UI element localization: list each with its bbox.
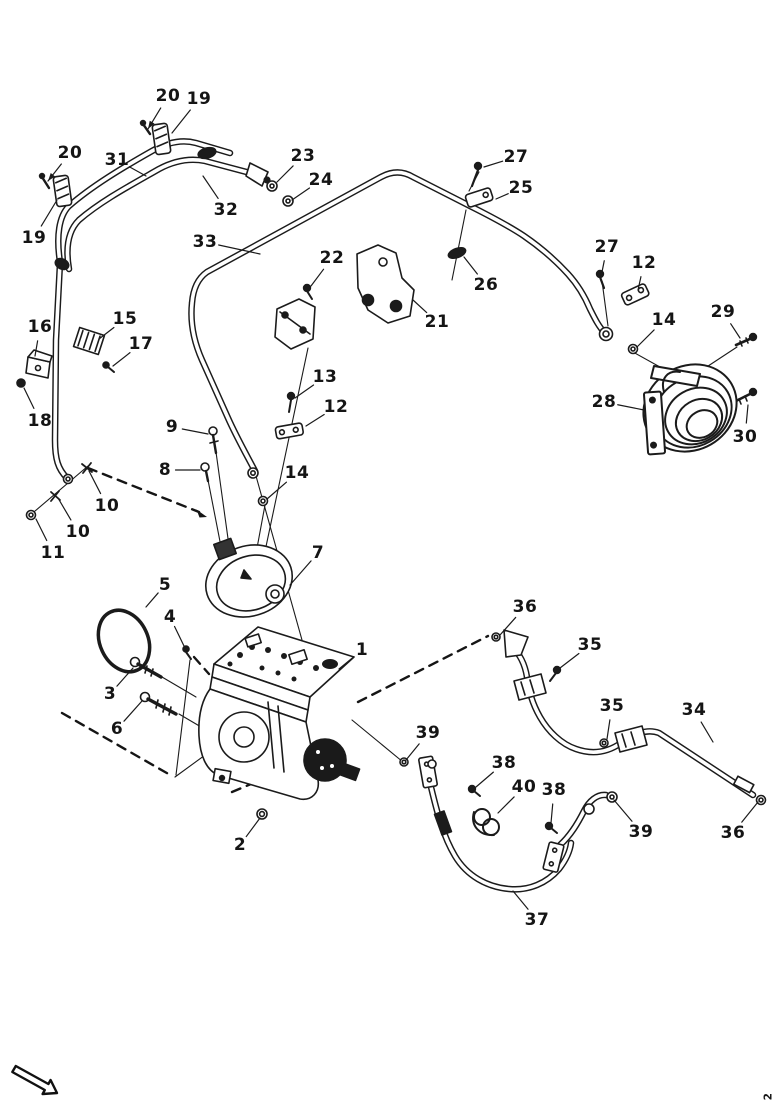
screw-20-top bbox=[139, 119, 152, 136]
bolt-13 bbox=[286, 391, 296, 413]
bolt-35-upper bbox=[549, 665, 562, 682]
screw-22 bbox=[302, 283, 313, 300]
o-ring-5 bbox=[96, 608, 152, 674]
bolt-3 bbox=[129, 656, 163, 679]
bolt-38-right bbox=[544, 821, 558, 834]
bolt-29 bbox=[734, 332, 758, 347]
screw-17 bbox=[102, 361, 115, 373]
bracket-21 bbox=[356, 244, 415, 324]
screw-18 bbox=[16, 378, 26, 388]
coil-mount-plate bbox=[642, 390, 667, 456]
screw-20-left bbox=[38, 172, 51, 190]
bolt-27-right bbox=[595, 269, 606, 290]
bracket-16 bbox=[25, 349, 53, 379]
coil-top-bracket bbox=[650, 365, 701, 387]
hardware bbox=[16, 119, 767, 873]
callout-leader-lines bbox=[23, 107, 759, 910]
pipe-clamp-19-top bbox=[151, 122, 172, 156]
bolt-38-left bbox=[467, 784, 481, 797]
hose-lower-37 bbox=[427, 783, 575, 893]
pipes bbox=[51, 138, 757, 893]
clamp-block-15 bbox=[72, 326, 106, 356]
clamp-12-center bbox=[274, 422, 304, 440]
screw-23 bbox=[263, 176, 271, 184]
bracket-22-plate bbox=[274, 298, 316, 350]
cover-7 bbox=[204, 537, 294, 618]
coil-28 bbox=[642, 363, 738, 456]
pipe-33 bbox=[188, 169, 609, 475]
flange-37-right bbox=[542, 841, 565, 873]
hose-37-top-ring bbox=[427, 759, 437, 769]
pipe-elbow-dark bbox=[54, 257, 70, 271]
elbow-37-right bbox=[583, 803, 595, 815]
compressor-clutch bbox=[303, 738, 347, 782]
dashed-arrowhead bbox=[196, 509, 207, 518]
pipe-fitting-dark bbox=[197, 146, 217, 160]
coupling-40 bbox=[472, 808, 500, 837]
clamp-35-upper bbox=[513, 673, 547, 701]
screw-4 bbox=[182, 645, 192, 660]
drawing-number: 368 652 bbox=[762, 1092, 774, 1100]
pipe-clamp-19-left bbox=[52, 174, 73, 208]
hose-37-collar bbox=[433, 810, 453, 836]
bolt-6 bbox=[139, 691, 178, 716]
washer-26 bbox=[447, 246, 467, 260]
clamp-35-lower bbox=[614, 725, 648, 753]
compressor-1 bbox=[198, 626, 361, 801]
fitting-10-upper bbox=[81, 462, 93, 474]
clamp-25 bbox=[464, 187, 494, 208]
bolt-27-top bbox=[470, 161, 483, 188]
fitting-plate-23 bbox=[245, 162, 269, 187]
pipe-32 bbox=[64, 156, 262, 273]
bolt-9 bbox=[208, 426, 219, 455]
bracket-36-top bbox=[491, 629, 529, 658]
page-nav-arrow-icon bbox=[11, 1064, 59, 1096]
clamp-12-right bbox=[620, 283, 650, 306]
union-nut-34 bbox=[732, 775, 755, 794]
bolt-8 bbox=[200, 462, 210, 483]
